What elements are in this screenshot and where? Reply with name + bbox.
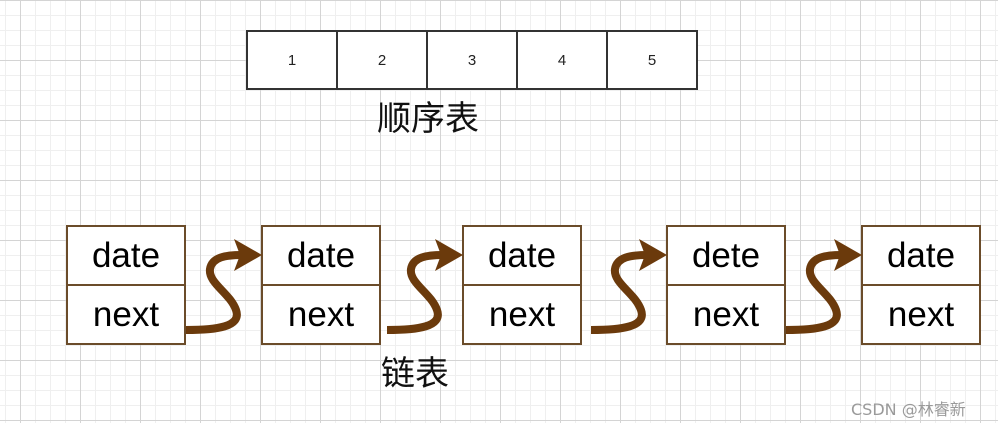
- linked-list-node: date next: [462, 225, 582, 345]
- sequential-list-table: 1 2 3 4 5: [246, 30, 698, 90]
- sequential-list-cell: 3: [428, 32, 518, 88]
- sequential-list-cell: 4: [518, 32, 608, 88]
- linked-list-node: date next: [861, 225, 981, 345]
- sequential-list-cell: 1: [248, 32, 338, 88]
- node-data-field: date: [464, 227, 580, 286]
- node-next-field: next: [692, 294, 760, 334]
- linked-list-node: date next: [66, 225, 186, 345]
- pointer-arrow-icon: [786, 239, 862, 330]
- node-next-field: next: [488, 294, 556, 334]
- watermark: CSDN @林睿新: [851, 400, 966, 419]
- pointer-arrow-icon: [591, 239, 667, 330]
- node-data-field: date: [863, 227, 979, 286]
- pointer-arrow-icon: [387, 239, 463, 330]
- node-next-field: next: [92, 294, 160, 334]
- node-data-field: date: [68, 227, 184, 286]
- sequential-list-label: 顺序表: [377, 99, 479, 139]
- sequential-list-cell: 5: [647, 51, 657, 69]
- node-next-field: next: [287, 294, 355, 334]
- node-data-field: date: [263, 227, 379, 286]
- linked-list-node: date next: [261, 225, 381, 345]
- node-next-field: next: [887, 294, 955, 334]
- sequential-list-cell: 2: [338, 32, 428, 88]
- pointer-arrow-icon: [186, 239, 262, 330]
- linked-list-node: dete next: [666, 225, 786, 345]
- node-data-field: dete: [668, 227, 784, 286]
- linked-list-label: 链表: [381, 354, 449, 394]
